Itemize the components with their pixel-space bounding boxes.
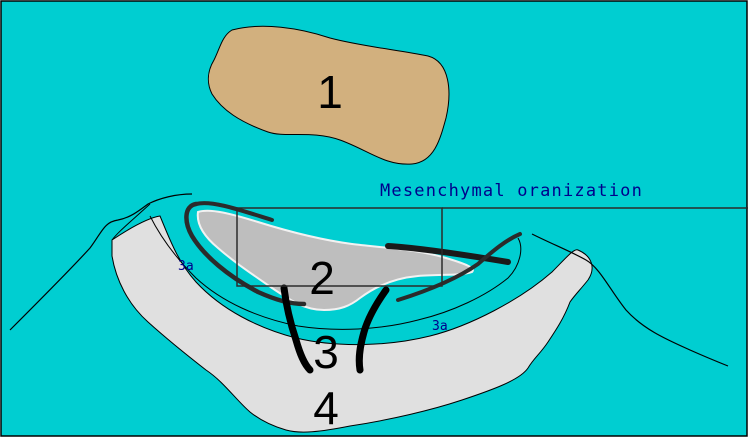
caption-text: Mesenchymal oranization	[380, 181, 643, 201]
region-1-label: 1	[317, 66, 343, 118]
region-4-label: 4	[313, 382, 339, 434]
zone-3a-left-label: 3a	[178, 259, 194, 274]
region-3-label: 3	[313, 326, 339, 378]
zone-3a-right-label: 3a	[432, 319, 448, 334]
region-2-label: 2	[309, 252, 335, 304]
